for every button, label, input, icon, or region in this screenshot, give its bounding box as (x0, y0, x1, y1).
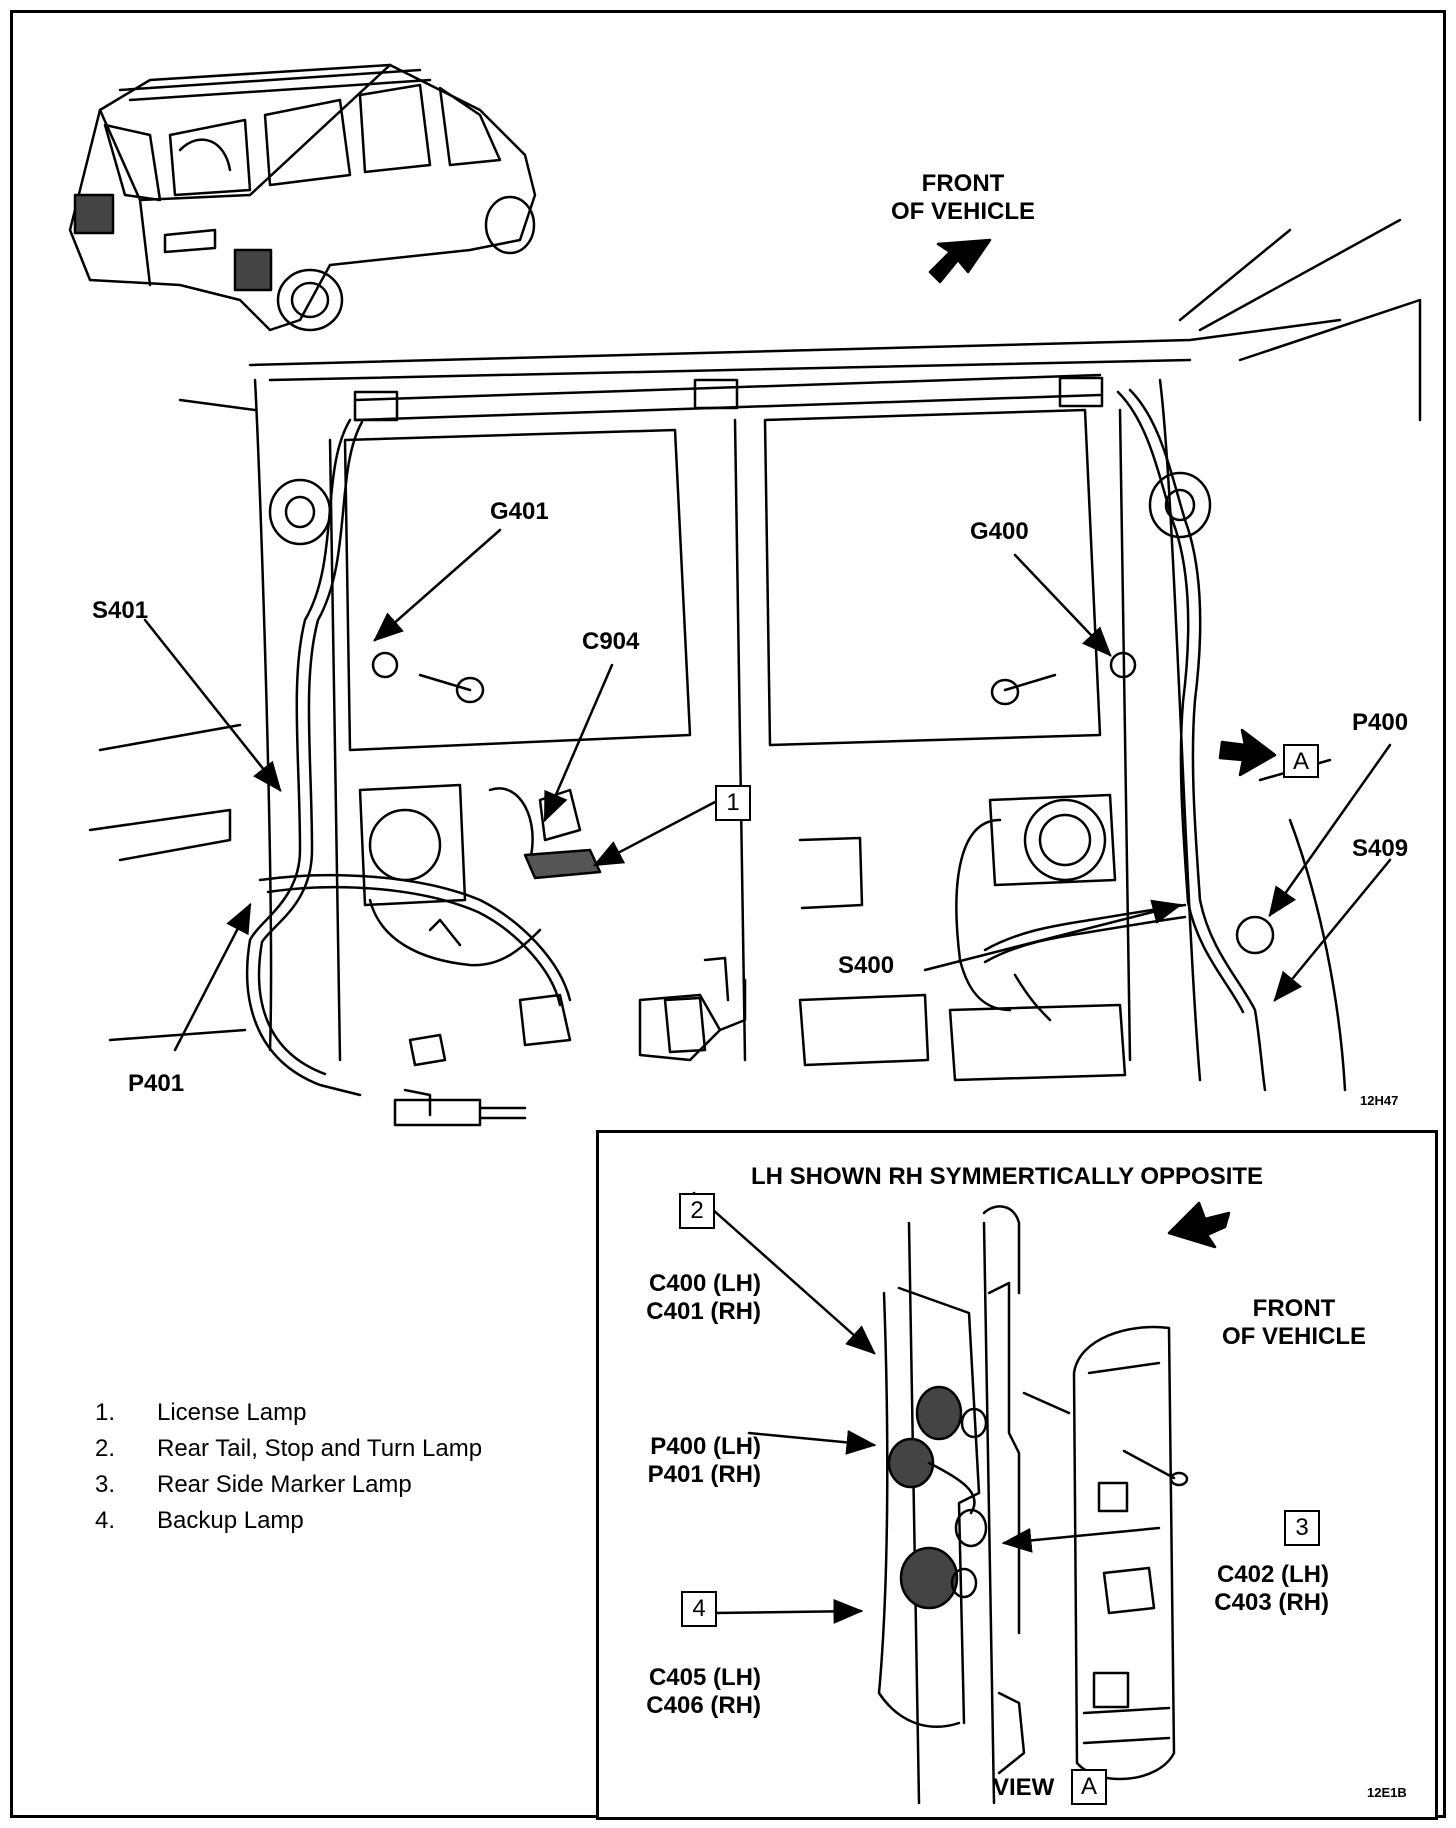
label-c402: C402 (LH) (1216, 1561, 1329, 1588)
label-c904: C904 (582, 628, 640, 655)
callout-box-1: 1 (715, 785, 751, 821)
inset-label-c400-c401: C400 (LH) C401 (RH) (611, 1270, 761, 1326)
label-p400-lh: P400 (LH) (650, 1433, 761, 1460)
view-label: VIEW (993, 1774, 1055, 1801)
inset-front-line2: OF VEHICLE (1221, 1323, 1366, 1350)
van-sketch (68, 63, 537, 332)
inset-view-a: LH SHOWN RH SYMMERTICALLY OPPOSITE FRONT… (596, 1130, 1438, 1820)
inset-callout-box-4: 4 (681, 1591, 717, 1627)
legend-num: 4. (95, 1507, 116, 1534)
legend-text: Rear Tail, Stop and Turn Lamp (157, 1435, 483, 1462)
inset-front-of-vehicle-label: FRONT OF VEHICLE (1204, 1295, 1384, 1351)
label-p400: P400 (1352, 709, 1409, 736)
label-c405: C405 (LH) (648, 1664, 761, 1691)
inset-title: LH SHOWN RH SYMMERTICALLY OPPOSITE (751, 1163, 1264, 1190)
figure-code-inset: 12E1B (1367, 1785, 1407, 1800)
label-s409: S409 (1352, 835, 1409, 862)
inset-label-p400-p401: P400 (LH) P401 (RH) (611, 1433, 761, 1489)
legend-text: License Lamp (157, 1399, 307, 1426)
front-label-line2: OF VEHICLE (890, 198, 1035, 225)
legend-num: 3. (95, 1471, 116, 1498)
legend-item: 1. License Lamp (95, 1395, 482, 1431)
label-c401: C401 (RH) (646, 1298, 761, 1325)
label-s401: S401 (92, 597, 149, 624)
leader-arrows (143, 528, 1392, 1052)
legend-num: 2. (95, 1435, 116, 1462)
inset-label-c405-c406: C405 (LH) C406 (RH) (611, 1664, 761, 1720)
inset-callout-box-2: 2 (679, 1193, 715, 1229)
legend-item: 2. Rear Tail, Stop and Turn Lamp (95, 1431, 482, 1467)
label-p401-rh: P401 (RH) (647, 1461, 761, 1488)
front-label-line1: FRONT (921, 170, 1005, 197)
label-c403: C403 (RH) (1214, 1589, 1329, 1616)
label-s400: S400 (838, 952, 895, 979)
inset-front-line1: FRONT (1252, 1295, 1336, 1322)
legend-list: 1. License Lamp 2. Rear Tail, Stop and Tur… (95, 1395, 482, 1539)
label-c400: C400 (LH) (648, 1270, 761, 1297)
legend-text: Rear Side Marker Lamp (157, 1471, 412, 1498)
figure-code-main: 12H47 (1360, 1093, 1399, 1108)
legend-num: 1. (95, 1399, 116, 1426)
label-p401: P401 (128, 1070, 185, 1097)
rear-body-outline (88, 218, 1422, 1127)
callout-box-a: A (1283, 744, 1319, 778)
inset-label-c402-c403: C402 (LH) C403 (RH) (1179, 1561, 1329, 1617)
label-c406: C406 (RH) (646, 1692, 761, 1719)
legend-item: 3. Rear Side Marker Lamp (95, 1467, 482, 1503)
legend-item: 4. Backup Lamp (95, 1503, 482, 1539)
inset-callout-box-3: 3 (1284, 1510, 1320, 1546)
view-box-a: A (1071, 1769, 1107, 1805)
legend-text: Backup Lamp (157, 1507, 304, 1534)
label-g400: G400 (970, 518, 1029, 545)
front-of-vehicle-label: FRONT OF VEHICLE (873, 170, 1053, 226)
label-g401: G401 (490, 498, 549, 525)
